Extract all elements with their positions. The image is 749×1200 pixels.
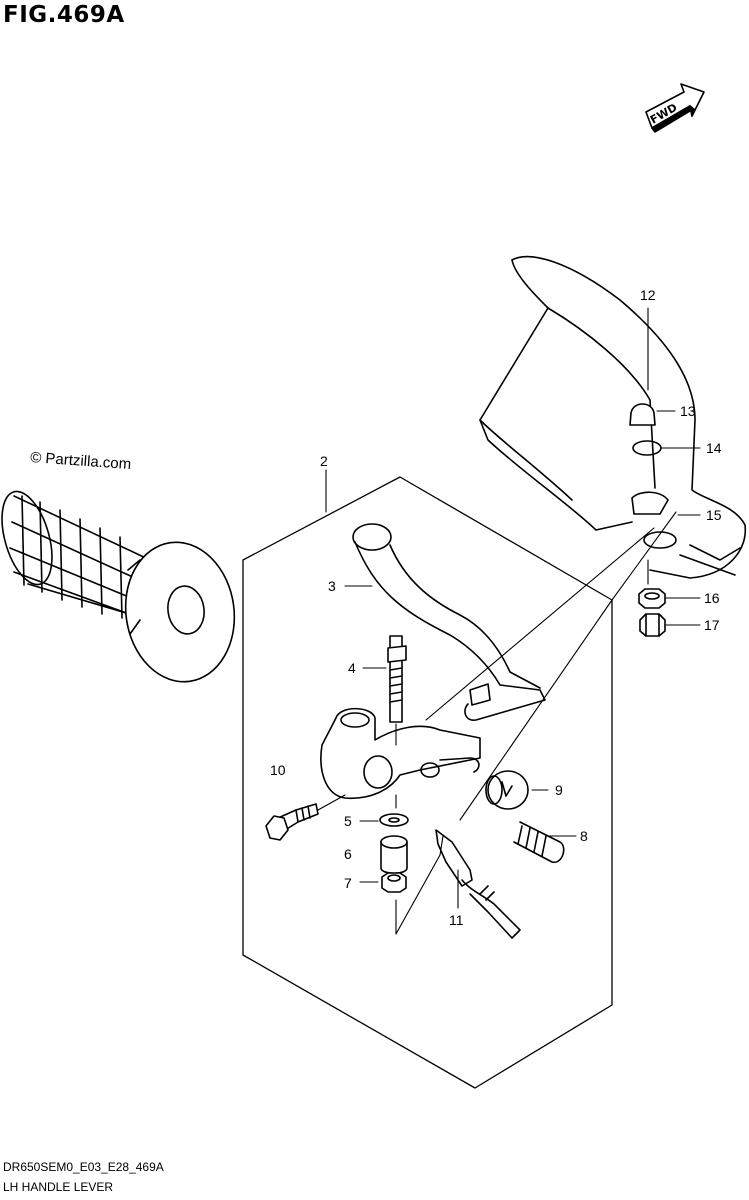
nut-part-17 — [639, 613, 666, 637]
watermark: © Partzilla.com — [30, 449, 132, 473]
callout-10: 10 — [270, 762, 286, 778]
callout-8: 8 — [580, 828, 588, 844]
callout-12: 12 — [640, 287, 656, 303]
callout-6: 6 — [344, 846, 352, 862]
lever-bracket-part — [320, 707, 481, 800]
callout-11: 11 — [449, 912, 464, 928]
callout-7: 7 — [344, 875, 352, 891]
assembly-group-outline — [242, 476, 613, 1089]
nut-part-16 — [638, 588, 666, 609]
adjuster-bolt-part — [513, 821, 565, 864]
stud-bolt-part — [387, 635, 407, 723]
callout-17: 17 — [704, 617, 720, 633]
leader-lines — [317, 307, 701, 935]
callout-14: 14 — [706, 440, 722, 456]
figure-code: DR650SEM0_E03_E28_469A — [3, 1160, 164, 1174]
callout-5: 5 — [344, 813, 352, 829]
grip-part — [1, 490, 236, 683]
clutch-lever-part — [352, 523, 546, 721]
clamp-bolt-part — [265, 803, 319, 841]
figure-caption: LH HANDLE LEVER — [3, 1180, 114, 1194]
hand-guard-part — [479, 255, 747, 579]
callout-15: 15 — [706, 507, 722, 523]
cap-nut-part — [629, 403, 656, 426]
collar-part — [380, 835, 408, 875]
callout-3: 3 — [328, 578, 336, 594]
callout-4: 4 — [348, 660, 356, 676]
figure-title: FIG.469A — [3, 2, 125, 28]
forward-arrow-icon: FWD — [645, 83, 705, 133]
callout-16: 16 — [704, 590, 720, 606]
clutch-cable-part — [435, 829, 521, 939]
callout-2: 2 — [320, 453, 328, 469]
nut-part-7 — [381, 872, 407, 893]
washer-part-5 — [379, 813, 409, 827]
callout-13: 13 — [680, 403, 696, 419]
adjuster-nut-part — [485, 770, 529, 810]
callout-9: 9 — [555, 782, 563, 798]
washer-part-14 — [632, 440, 662, 456]
